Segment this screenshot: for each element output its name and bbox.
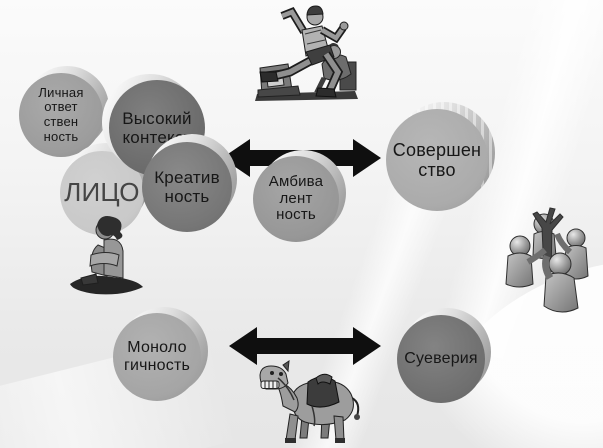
node-personal-responsibility: Личная ответ ствен ность [19,66,109,157]
node-label: Креатив ность [154,167,220,206]
node-label: ЛИЦО [64,177,140,208]
node-label: Личная ответ ствен ность [38,84,84,144]
node-monologue: Моноло гичность [113,307,208,401]
node-creativity: Креатив ность [142,134,237,232]
figures-around-tree-image [505,207,589,313]
node-perfection: Совершен ство [386,102,495,211]
sitting-child-image [70,216,143,295]
node-label: Совершен ство [392,139,482,180]
node-label: Амбива лент ность [268,172,324,224]
node-label: Моноло гичность [123,338,191,374]
camel-image [259,360,360,443]
node-ambivalence: Амбива лент ность [253,150,346,242]
node-superstition: Суеверия [397,308,491,403]
sprinters-image [255,5,358,101]
node-label: Суеверия [404,349,478,367]
